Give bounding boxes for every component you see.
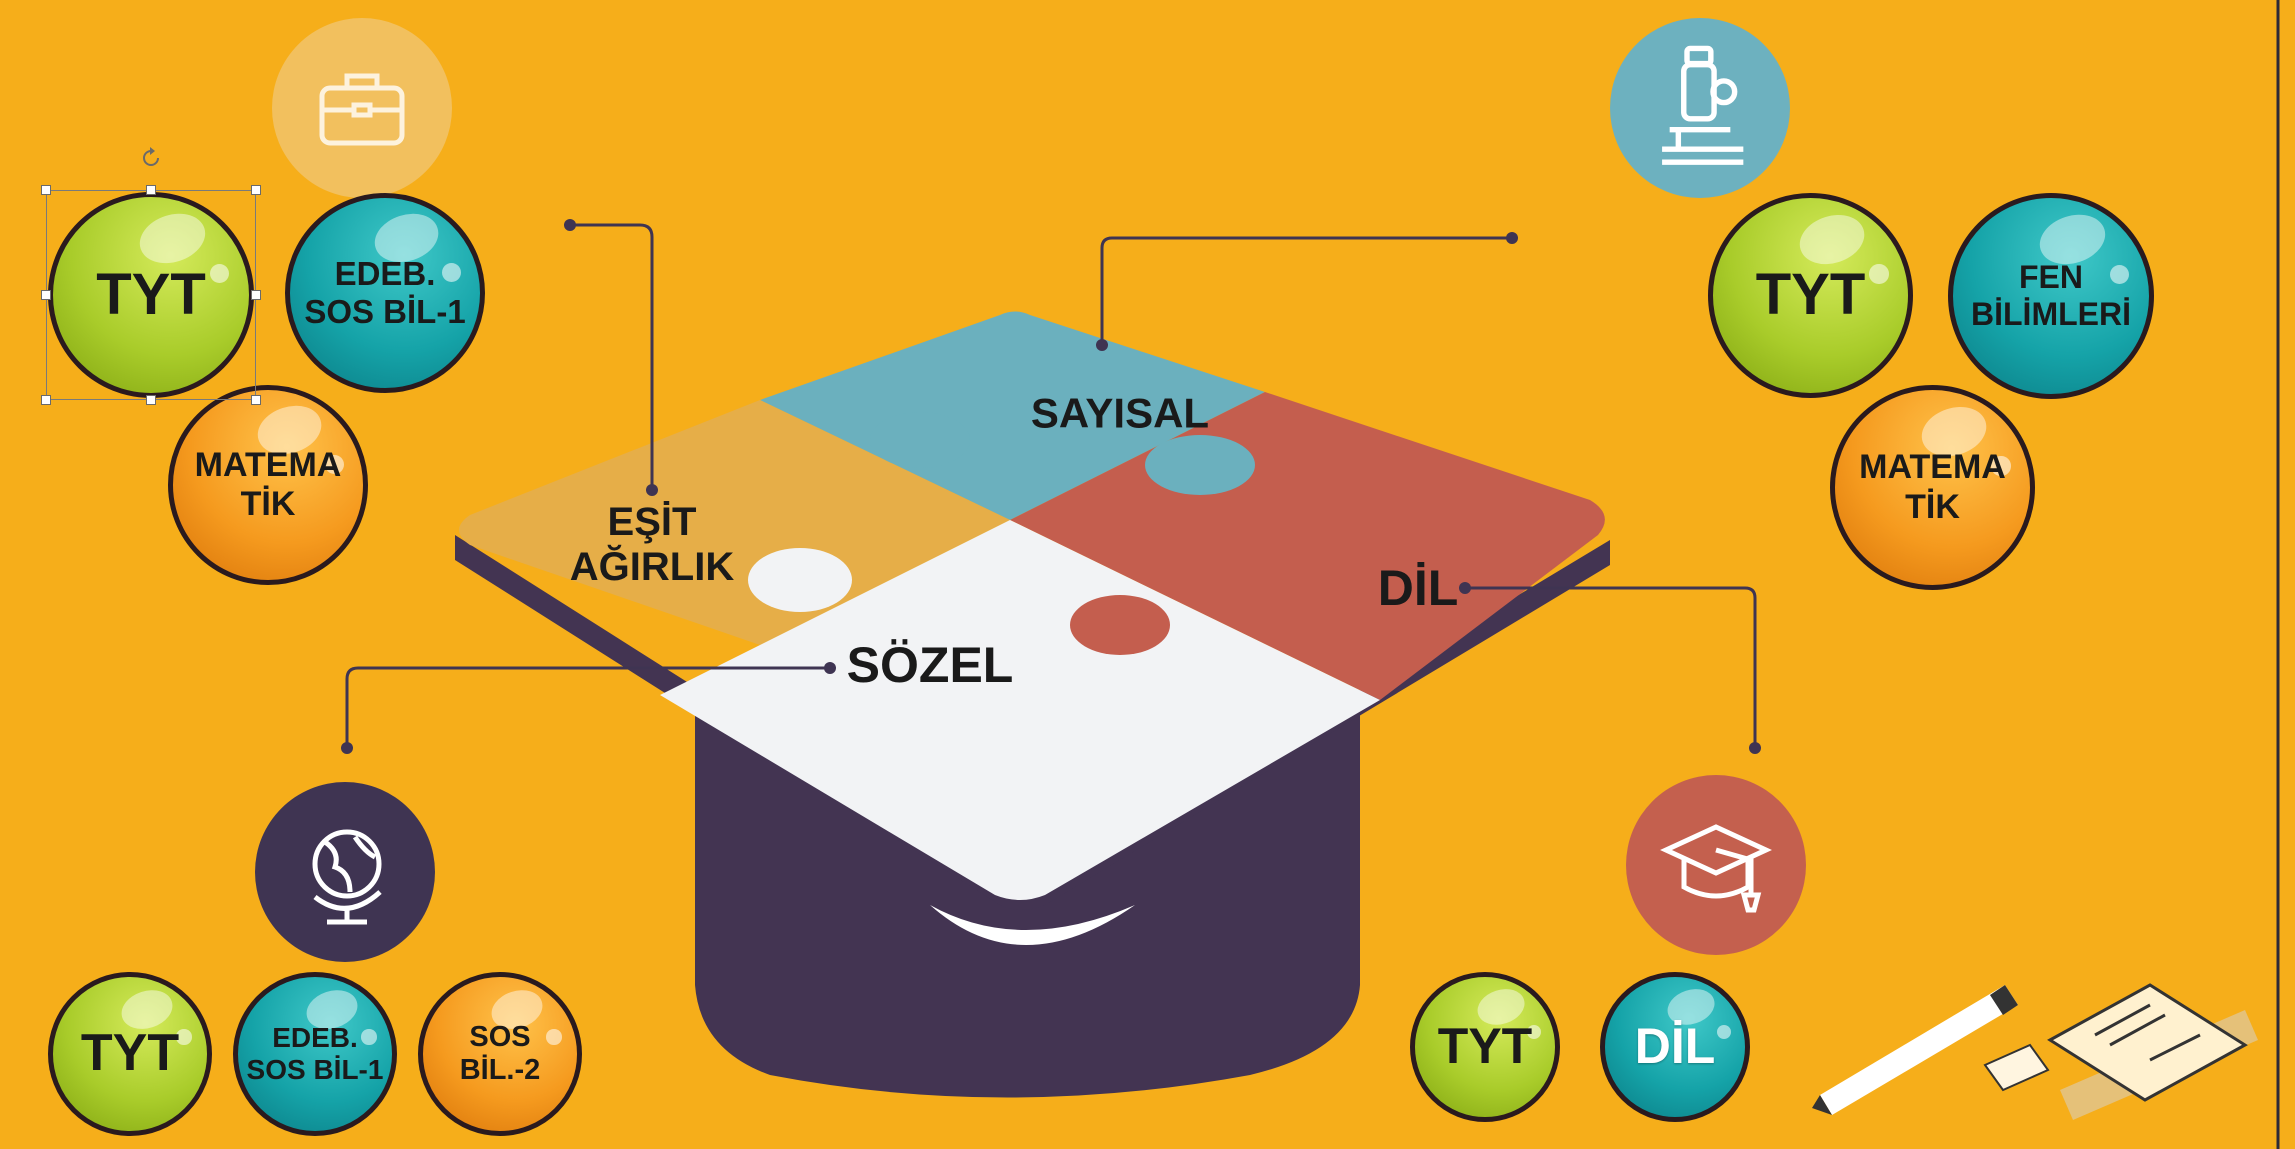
ball-dil-dil[interactable]: DİL — [1600, 972, 1750, 1122]
connector-sozel — [345, 666, 830, 748]
globe-icon — [255, 782, 435, 962]
label-sozel: SÖZEL — [846, 637, 1014, 693]
rotate-handle-icon[interactable] — [138, 145, 164, 171]
puzzle-piece-sayisal[interactable] — [760, 311, 1265, 521]
ball-sozel-tyt[interactable]: TYT — [48, 972, 212, 1136]
stationery-illustration — [1812, 983, 2258, 1120]
graduation-cap-icon — [1626, 775, 1806, 955]
ball-esit-edeb-sos-bil-1[interactable]: EDEB.SOS BİL-1 — [285, 193, 485, 393]
resize-handle[interactable] — [41, 185, 51, 195]
connector-dil — [1465, 586, 1757, 748]
resize-handle[interactable] — [251, 290, 261, 300]
label-esit-agirlik: EŞİT AĞIRLIK — [569, 500, 735, 589]
resize-handle[interactable] — [251, 395, 261, 405]
resize-handle[interactable] — [41, 290, 51, 300]
briefcase-icon — [272, 18, 452, 198]
resize-handle[interactable] — [146, 185, 156, 195]
connector-sayisal — [1100, 236, 1512, 345]
puzzle-piece-sozel[interactable] — [660, 520, 1380, 900]
microscope-icon — [1610, 18, 1790, 198]
resize-handle[interactable] — [146, 395, 156, 405]
label-dil: DİL — [1377, 560, 1459, 616]
ball-dil-tyt[interactable]: TYT — [1410, 972, 1560, 1122]
resize-handle[interactable] — [41, 395, 51, 405]
connector-esit — [570, 223, 654, 490]
label-sayisal: SAYISAL — [1030, 389, 1210, 437]
puzzle-piece-esit-agirlik[interactable] — [459, 400, 1010, 645]
ball-sozel-edeb-sos-bil-1[interactable]: EDEB.SOS BİL-1 — [233, 972, 397, 1136]
resize-handle[interactable] — [251, 185, 261, 195]
cap-smile — [930, 905, 1135, 945]
ball-sayisal-tyt[interactable]: TYT — [1708, 193, 1913, 398]
